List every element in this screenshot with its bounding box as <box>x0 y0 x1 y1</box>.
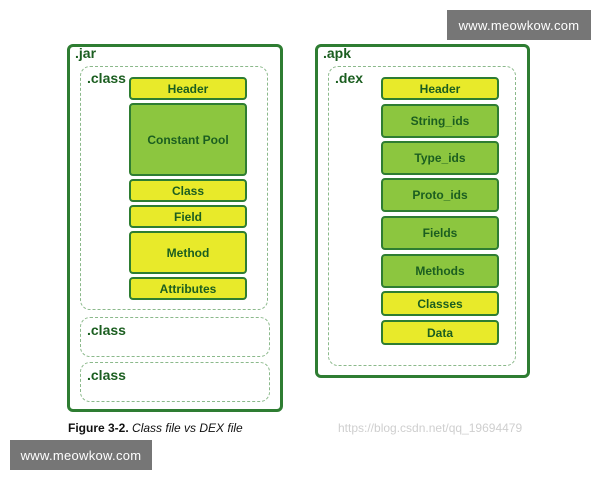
dex-proto-ids-box: Proto_ids <box>381 178 499 212</box>
figure-caption: Figure 3-2. Class file vs DEX file <box>68 421 243 435</box>
apk-label: .apk <box>323 45 352 61</box>
source-url-watermark: https://blog.csdn.net/qq_19694479 <box>338 421 523 435</box>
dex-string-ids-box: String_ids <box>381 104 499 138</box>
jar-class-label-3: .class <box>87 367 126 383</box>
watermark-bottom: www.meowkow.com <box>10 440 152 470</box>
jar-label: .jar <box>75 45 97 61</box>
jar-header-box: Header <box>129 77 247 100</box>
dex-label: .dex <box>335 70 364 86</box>
dex-methods-box: Methods <box>381 254 499 288</box>
jar-class-label: .class <box>87 70 126 86</box>
jar-class-group-2 <box>80 317 270 357</box>
figure-number: Figure 3-2. <box>68 421 129 435</box>
jar-class-group-3 <box>80 362 270 402</box>
jar-class-box: Class <box>129 179 247 202</box>
jar-class-label-2: .class <box>87 322 126 338</box>
watermark-top: www.meowkow.com <box>447 10 591 40</box>
dex-header-box: Header <box>381 77 499 100</box>
jar-method-box: Method <box>129 231 247 274</box>
dex-classes-box: Classes <box>381 291 499 316</box>
jar-constant-pool-box: Constant Pool <box>129 103 247 176</box>
figure-title: Class file vs DEX file <box>132 421 243 435</box>
jar-field-box: Field <box>129 205 247 228</box>
jar-attributes-box: Attributes <box>129 277 247 300</box>
dex-fields-box: Fields <box>381 216 499 250</box>
dex-type-ids-box: Type_ids <box>381 141 499 175</box>
dex-data-box: Data <box>381 320 499 345</box>
